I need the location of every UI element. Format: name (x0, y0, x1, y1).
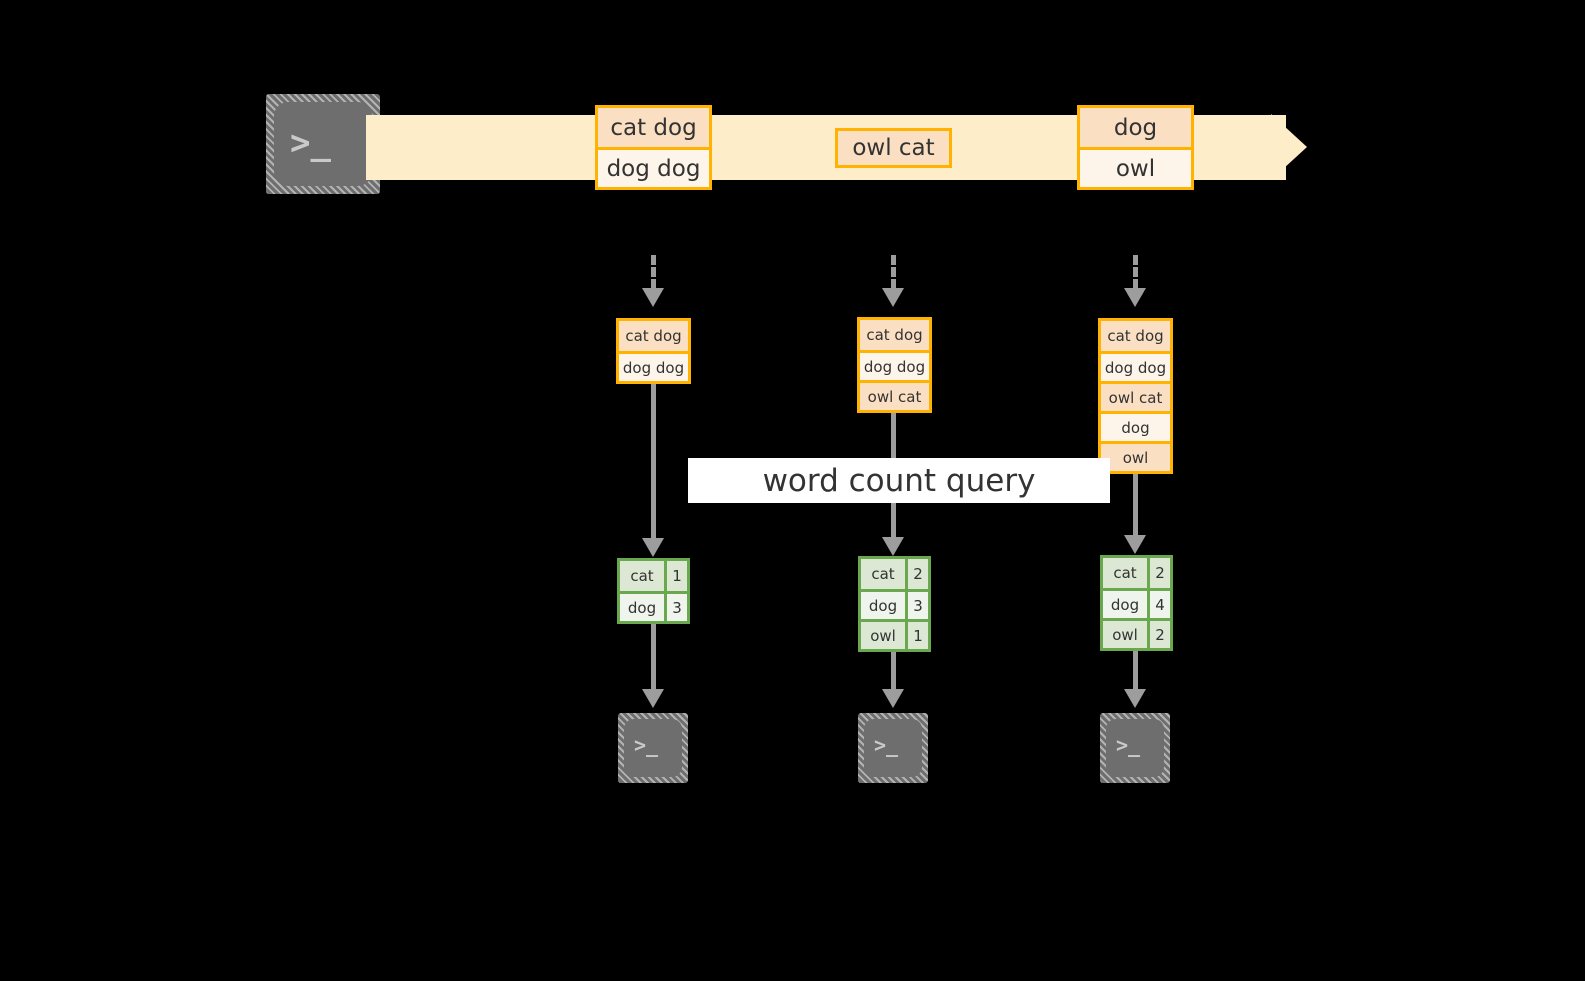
table-row: cat 2 (1103, 558, 1170, 588)
accumulated-row: dog dog (1101, 351, 1170, 381)
accumulated-row: owl cat (1101, 381, 1170, 411)
snapshot-inflow-arrow-line (651, 255, 656, 289)
stream-message-row: cat dog (598, 108, 709, 147)
result-table[interactable]: cat 2 dog 3 owl 1 (858, 556, 931, 652)
accumulated-row: dog dog (619, 351, 688, 381)
query-arrow-head-icon (882, 537, 904, 556)
stream-message-row: owl (1080, 147, 1191, 187)
terminal-face (274, 102, 372, 186)
accumulated-row: dog dog (860, 350, 929, 380)
snapshot-inflow-arrow-line (891, 255, 896, 289)
consumer-arrow-line (891, 652, 896, 690)
snapshot-inflow-arrow-head-icon (882, 288, 904, 307)
stream-message[interactable]: dog owl (1077, 105, 1194, 190)
consumer-arrow-head-icon (882, 689, 904, 708)
table-row: dog 4 (1103, 588, 1170, 618)
stream-message-row: owl cat (838, 131, 949, 165)
accumulated-row: cat dog (619, 321, 688, 351)
consumer-terminal-icon: >_ (858, 713, 928, 783)
result-word-cell: owl (861, 622, 905, 649)
table-row: owl 1 (861, 619, 928, 649)
snapshot-inflow-arrow-line (1133, 255, 1138, 289)
result-table[interactable]: cat 1 dog 3 (617, 558, 690, 624)
stream-message[interactable]: cat dog dog dog (595, 105, 712, 190)
snapshot-accumulated-box[interactable]: cat dog dog dog owl cat dog owl (1098, 318, 1173, 474)
query-arrow-line (1133, 474, 1138, 536)
result-word-cell: dog (620, 594, 664, 621)
table-row: dog 3 (861, 589, 928, 619)
stream-arrow-head-icon (1271, 114, 1307, 180)
query-arrow-head-icon (1124, 535, 1146, 554)
terminal-prompt-glyph: >_ (290, 123, 331, 163)
result-count-cell: 3 (664, 594, 687, 621)
result-word-cell: owl (1103, 621, 1147, 648)
terminal-face (864, 719, 922, 777)
terminal-face (624, 719, 682, 777)
producer-terminal-icon: >_ (266, 94, 380, 194)
result-count-cell: 2 (1147, 621, 1170, 648)
snapshot-accumulated-box[interactable]: cat dog dog dog (616, 318, 691, 384)
terminal-prompt-glyph: >_ (634, 733, 659, 757)
consumer-arrow-line (651, 624, 656, 690)
stream-message-row: dog (1080, 108, 1191, 147)
table-row: cat 2 (861, 559, 928, 589)
result-table[interactable]: cat 2 dog 4 owl 2 (1100, 555, 1173, 651)
result-word-cell: dog (861, 592, 905, 619)
query-label-band: word count query (688, 458, 1110, 503)
terminal-prompt-glyph: >_ (1116, 733, 1141, 757)
result-word-cell: dog (1103, 591, 1147, 618)
result-count-cell: 2 (1147, 558, 1170, 588)
terminal-prompt-glyph: >_ (874, 733, 899, 757)
table-row: dog 3 (620, 591, 687, 621)
snapshot-inflow-arrow-head-icon (1124, 288, 1146, 307)
result-count-cell: 4 (1147, 591, 1170, 618)
result-count-cell: 1 (905, 622, 928, 649)
consumer-terminal-icon: >_ (618, 713, 688, 783)
accumulated-row: dog (1101, 411, 1170, 441)
consumer-arrow-head-icon (1124, 689, 1146, 708)
query-arrow-line (651, 384, 656, 539)
accumulated-row: cat dog (860, 320, 929, 350)
stream-message[interactable]: owl cat (835, 128, 952, 168)
result-word-cell: cat (1103, 558, 1147, 588)
accumulated-row: owl cat (860, 380, 929, 410)
snapshot-inflow-arrow-head-icon (642, 288, 664, 307)
query-label-text: word count query (762, 462, 1036, 499)
table-row: owl 2 (1103, 618, 1170, 648)
query-arrow-head-icon (642, 538, 664, 557)
consumer-arrow-head-icon (642, 689, 664, 708)
result-word-cell: cat (620, 561, 664, 591)
consumer-terminal-icon: >_ (1100, 713, 1170, 783)
accumulated-row: cat dog (1101, 321, 1170, 351)
consumer-arrow-line (1133, 651, 1138, 690)
result-count-cell: 1 (664, 561, 687, 591)
table-row: cat 1 (620, 561, 687, 591)
terminal-face (1106, 719, 1164, 777)
result-word-cell: cat (861, 559, 905, 589)
result-count-cell: 2 (905, 559, 928, 589)
result-count-cell: 3 (905, 592, 928, 619)
accumulated-row: owl (1101, 441, 1170, 471)
stream-message-row: dog dog (598, 147, 709, 187)
snapshot-accumulated-box[interactable]: cat dog dog dog owl cat (857, 317, 932, 413)
